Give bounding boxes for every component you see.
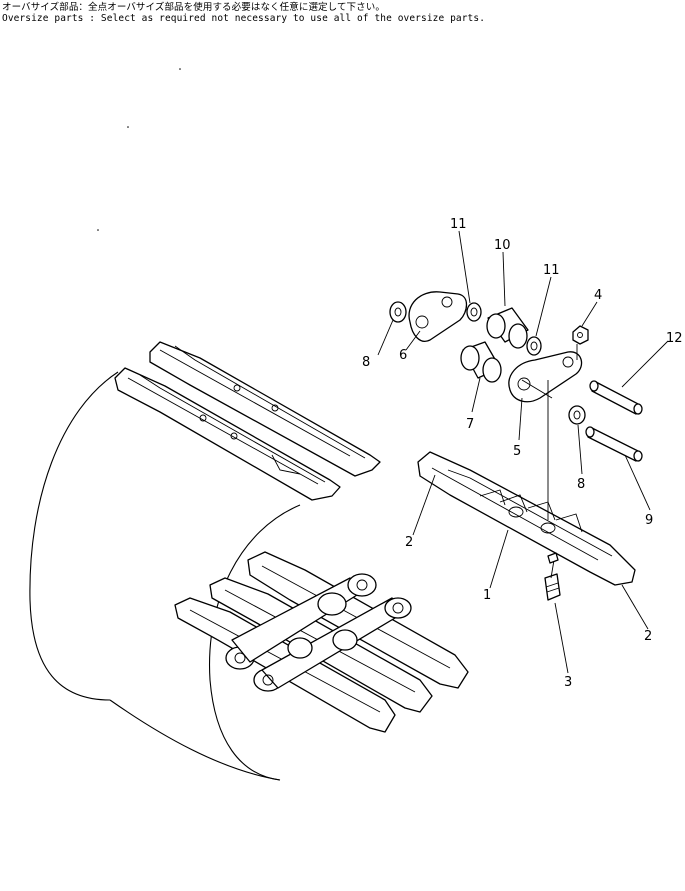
part-1-track-shoe <box>417 451 636 586</box>
oversize-note-english: Oversize parts : Select as required not … <box>2 13 486 24</box>
oversize-note-japanese: オーバサイズ部品：全点オーバサイズ部品を使用する必要はなく任意に選定して下さい。 <box>2 2 385 13</box>
part-11-ring-right <box>526 336 542 356</box>
callout-2-right: 2 <box>644 629 652 644</box>
lower-track-links <box>225 573 412 692</box>
part-4-nut <box>572 325 589 345</box>
track-chain-assembly-view <box>29 341 469 781</box>
scan-dot <box>179 68 181 70</box>
callout-8-right: 8 <box>577 477 585 492</box>
part-12-pin <box>589 380 643 415</box>
leader-lines <box>377 230 669 674</box>
part-10-bushing <box>486 307 529 349</box>
callout-3: 3 <box>564 675 572 690</box>
upper-track-shoe-2 <box>114 367 341 501</box>
callout-7: 7 <box>466 417 474 432</box>
part-8-seal-left <box>389 301 407 323</box>
callout-2-left: 2 <box>405 535 413 550</box>
upper-track-shoe <box>149 341 381 477</box>
cutaway-outline-left <box>29 371 119 701</box>
part-7-bushing <box>460 341 502 383</box>
part-3-bolt <box>544 552 561 601</box>
part-9-pin <box>585 426 643 462</box>
scan-dot <box>127 126 129 128</box>
callout-8-left: 8 <box>362 355 370 370</box>
callout-5: 5 <box>513 444 521 459</box>
callout-9: 9 <box>645 513 653 528</box>
callout-11-right: 11 <box>543 263 560 278</box>
callout-10: 10 <box>494 238 511 253</box>
callout-6: 6 <box>399 348 407 363</box>
cutaway-outline-right <box>208 504 301 781</box>
scan-dot <box>97 229 99 231</box>
part-11-ring-left <box>466 302 482 322</box>
part-8-seal-right <box>568 405 586 425</box>
cutaway-outline-bottom <box>109 699 281 781</box>
callout-12: 12 <box>666 331 683 346</box>
part-5-link <box>508 351 583 403</box>
callout-labels: 11 10 11 4 12 8 6 7 5 8 9 2 1 2 3 <box>362 217 683 690</box>
part-6-link <box>408 291 468 342</box>
callout-4: 4 <box>594 288 602 303</box>
callout-1: 1 <box>483 588 491 603</box>
callout-11-upper-left: 11 <box>450 217 467 232</box>
